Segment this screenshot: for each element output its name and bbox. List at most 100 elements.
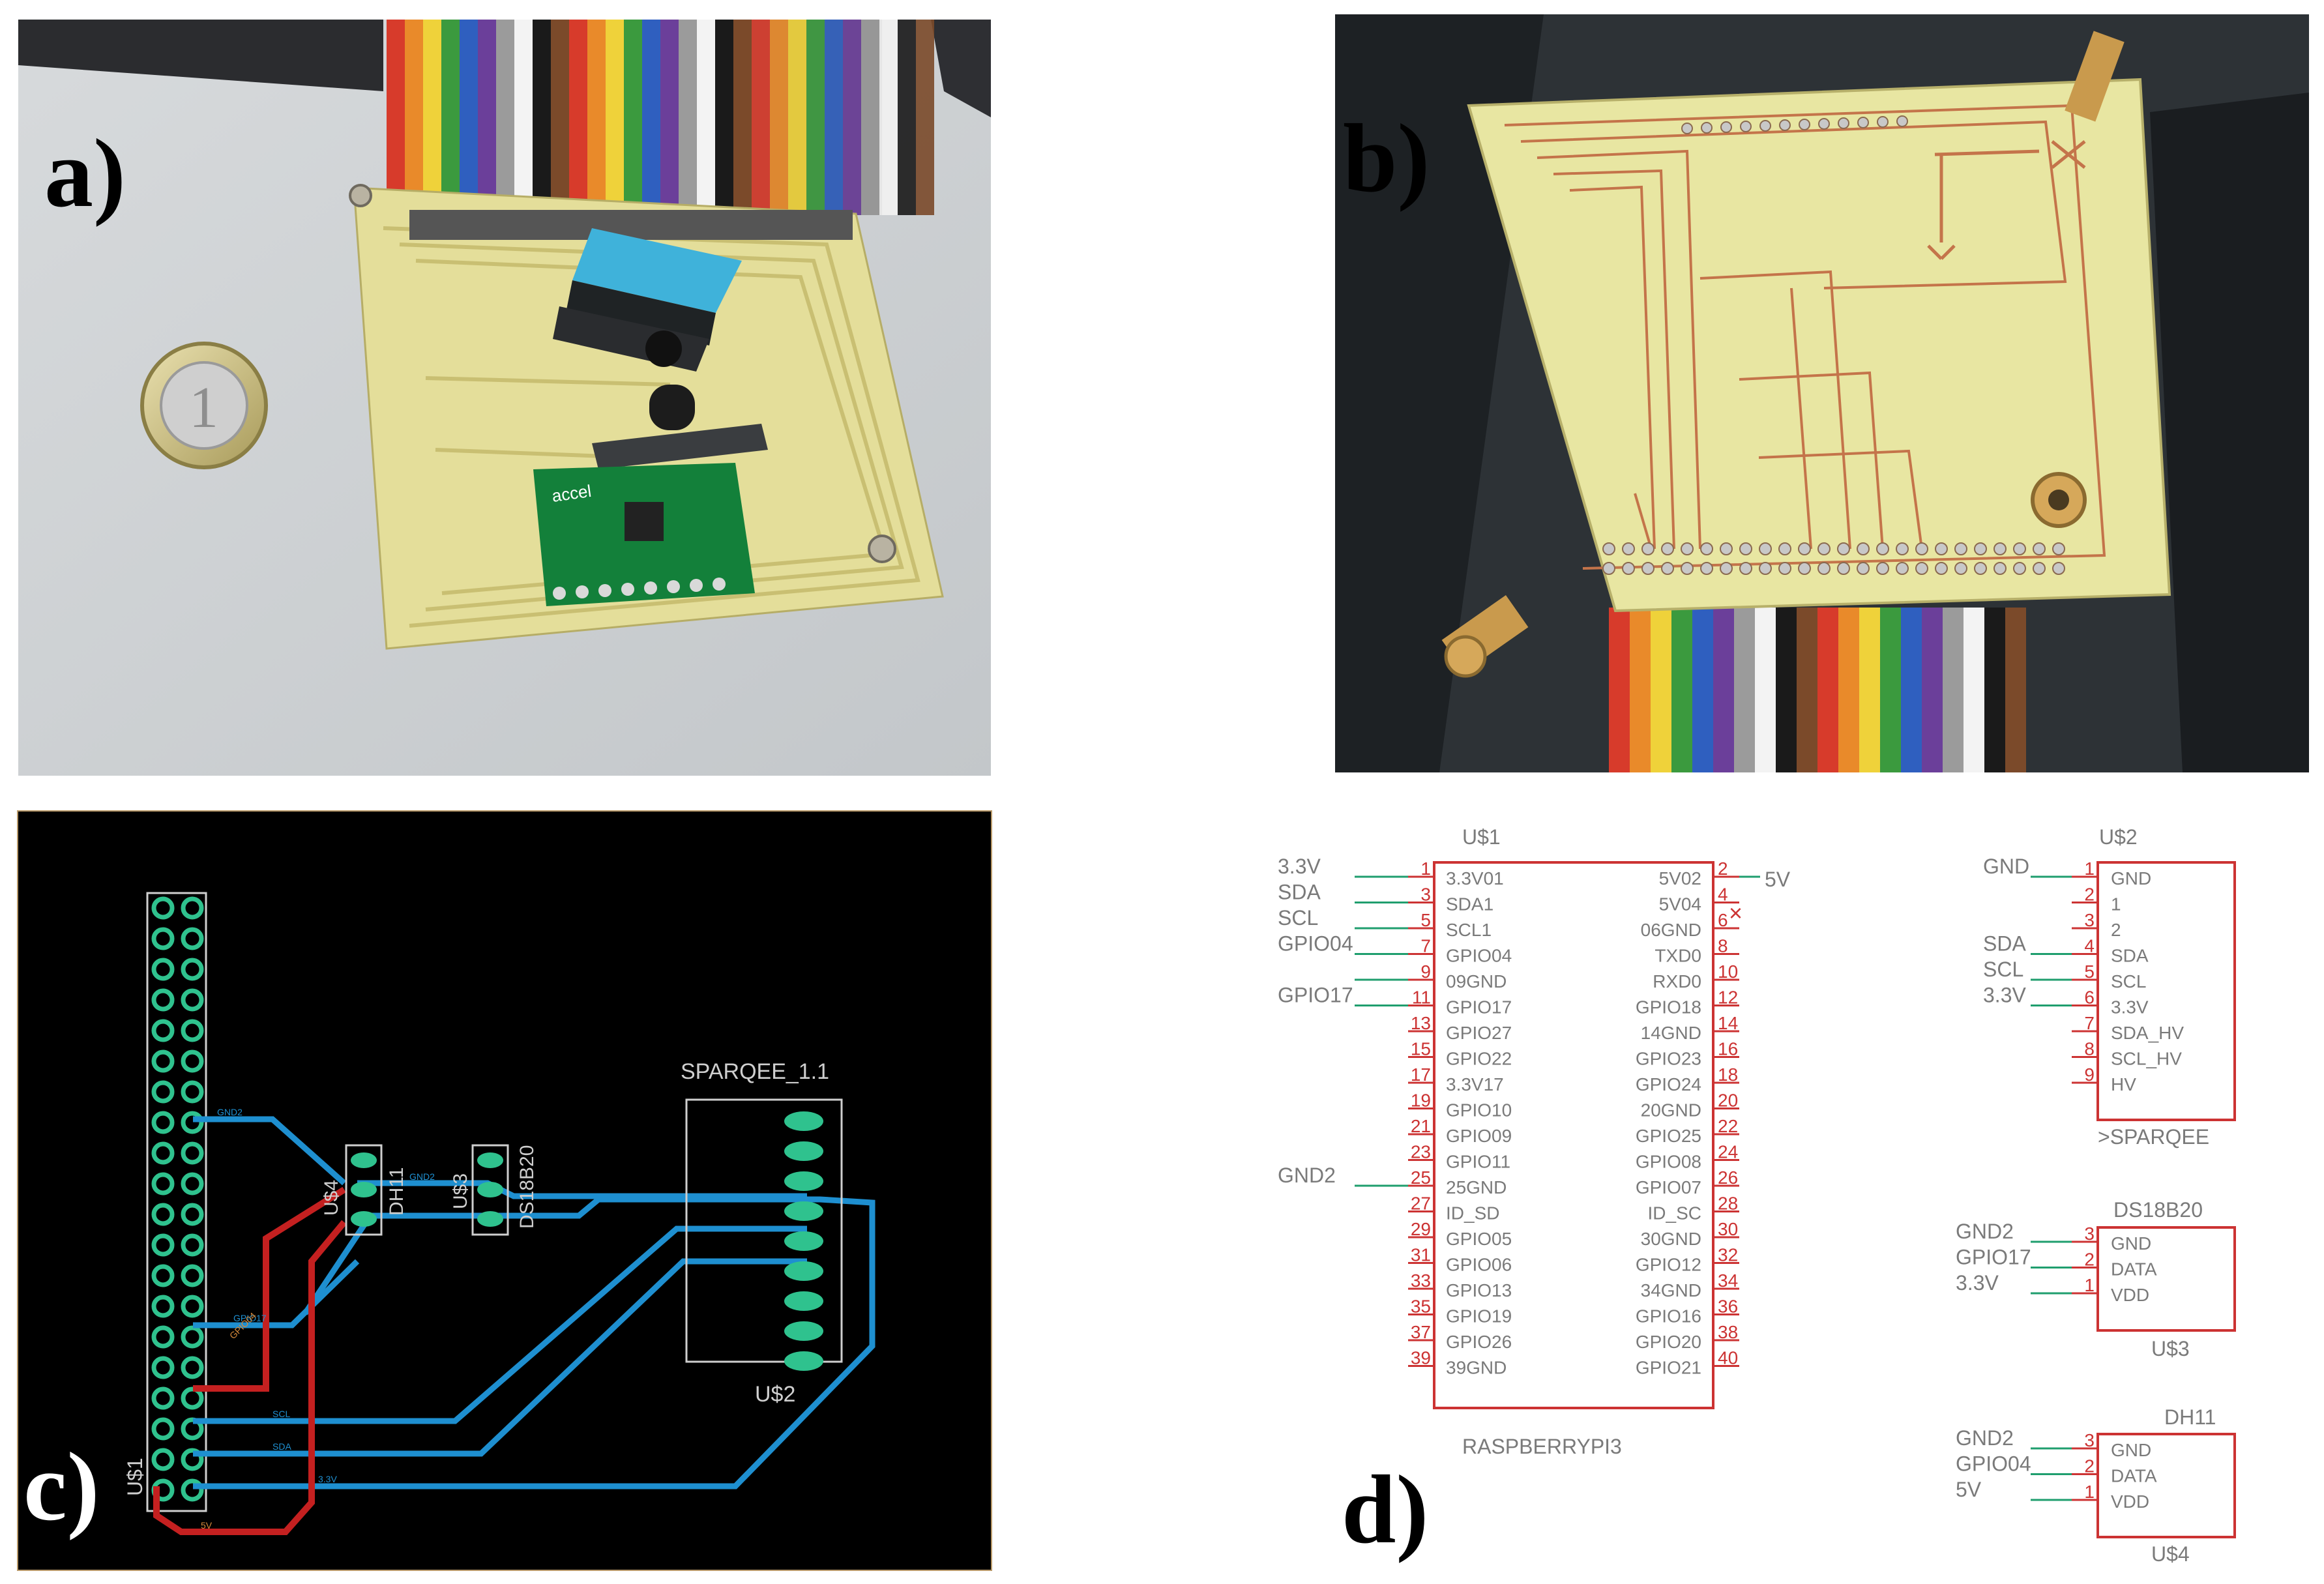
dh11-footprint	[345, 1144, 383, 1236]
u1-pin-number: 32	[1718, 1245, 1738, 1265]
gpio-header-pads	[151, 896, 204, 1502]
panel-a-photo: accel 1 a)	[18, 20, 991, 776]
u1-pin-number: 18	[1718, 1064, 1738, 1085]
u1-pin-name: GPIO10	[1446, 1100, 1512, 1121]
u3-ref: U$3	[2151, 1337, 2190, 1360]
u1-pin-number: 9	[1420, 961, 1431, 982]
header-pad	[151, 927, 175, 950]
brass-standoff	[1441, 31, 2125, 678]
u3-pin-number: 3	[2084, 1224, 2095, 1244]
u4-pin-name: VDD	[2111, 1491, 2149, 1512]
u3-label: U$3	[450, 1173, 471, 1209]
u1-pin-number: 21	[1411, 1116, 1431, 1136]
u1-ref: U$1	[1462, 825, 1501, 849]
u1-pin-name: GPIO22	[1446, 1049, 1512, 1069]
header-outline	[146, 892, 207, 1512]
u2-pin-name: 3.3V	[2111, 997, 2149, 1018]
header-pad	[151, 1417, 175, 1441]
header-pad	[151, 896, 175, 920]
header-pad	[181, 896, 204, 920]
u2-net-label: SCL	[1983, 958, 2023, 981]
u1-pin-number: 12	[1718, 988, 1738, 1008]
u3-title: DS18B20	[2113, 1198, 2203, 1222]
u4-pin-name: DATA	[2111, 1466, 2157, 1486]
dh11-symbol	[2096, 1433, 2236, 1538]
u1-pin-name: ID_SD	[1446, 1203, 1499, 1224]
dh11-pads	[351, 1152, 377, 1227]
u1-pin-name: GPIO08	[1636, 1152, 1701, 1172]
u3-pin-number: 1	[2084, 1275, 2095, 1295]
u1-pin-name: GPIO11	[1446, 1152, 1510, 1172]
u4-net-label: GND2	[1956, 1426, 2014, 1450]
pcb-bottom-photo	[1335, 14, 2309, 772]
u1-pin-number: 24	[1718, 1142, 1738, 1162]
u1-pin-number: 15	[1411, 1039, 1431, 1059]
u3-pin-name: VDD	[2111, 1285, 2149, 1305]
u1-pin-number: 7	[1420, 936, 1431, 956]
u1-pin-name: GPIO23	[1636, 1049, 1701, 1069]
u2-pin-name: SDA_HV	[2111, 1023, 2184, 1043]
header-pad	[151, 1386, 175, 1410]
u3-net-label: 3.3V	[1956, 1271, 1999, 1295]
u1-pin-name: 25GND	[1446, 1177, 1507, 1197]
u1-pin-name: 34GND	[1641, 1280, 1701, 1300]
u1-pin-name: GPIO17	[1446, 997, 1512, 1018]
dht11-sensor	[553, 228, 742, 372]
header-pad	[181, 988, 204, 1012]
u1-net-label: GPIO17	[1278, 984, 1353, 1007]
u1-pin-number: 17	[1411, 1064, 1431, 1085]
u2-pin-name: 2	[2111, 920, 2121, 940]
u1-pin-name: GPIO05	[1446, 1229, 1512, 1249]
header-pad	[181, 1448, 204, 1471]
dh11-label: DH11	[386, 1167, 407, 1216]
ds18b20-footprint	[471, 1144, 509, 1236]
u1-pin-number: 33	[1411, 1270, 1431, 1291]
u1-pin-number: 38	[1718, 1322, 1738, 1342]
u1-pin-number: 16	[1718, 1039, 1738, 1059]
panel-c-pcb-layout: SPARQEE_1.1 U$2 U$1 U$4 DH11 U$3 DS18B20…	[17, 810, 992, 1571]
u2-net-label: GND	[1983, 855, 2029, 878]
net-label-33v: 3.3V	[318, 1474, 337, 1484]
header-pad	[151, 1049, 175, 1073]
u2-pin-number: 7	[2084, 1013, 2095, 1033]
header-pad	[181, 1264, 204, 1287]
pcb-layout-drawing: SPARQEE_1.1 U$2 U$1 U$4 DH11 U$3 DS18B20…	[123, 892, 875, 1535]
header-pad	[181, 1356, 204, 1379]
u1-pin-name: GPIO06	[1446, 1255, 1512, 1275]
u1-pin-number: 23	[1411, 1142, 1431, 1162]
net-label-gnd2-b: GND2	[409, 1171, 435, 1182]
u4-label: U$4	[321, 1180, 342, 1216]
u1-right-net-5v: 5V	[1765, 868, 1791, 891]
u3-net-label: GPIO17	[1956, 1246, 2031, 1269]
header-pad	[181, 1203, 204, 1226]
header-pad	[151, 1295, 175, 1318]
u1-pin-number: 22	[1718, 1116, 1738, 1136]
header-pad	[181, 1141, 204, 1165]
u1-pin-name: 06GND	[1641, 920, 1701, 940]
u2-pin-number: 1	[2084, 858, 2095, 879]
header-pad	[181, 1049, 204, 1073]
u1-pin-number: 3	[1420, 885, 1431, 905]
u4-title: DH11	[2164, 1405, 2216, 1429]
u1-pin-name: GPIO16	[1636, 1306, 1701, 1327]
u1-pin-name: 30GND	[1641, 1229, 1701, 1249]
u1-pin-number: 37	[1411, 1322, 1431, 1342]
u2-pin-number: 8	[2084, 1039, 2095, 1059]
u4-pin-name: GND	[2111, 1440, 2151, 1460]
header-pad	[151, 988, 175, 1012]
u2-pin-name: SCL	[2111, 971, 2146, 991]
u1-pin-number: 4	[1718, 885, 1728, 905]
header-pad	[151, 1080, 175, 1104]
u1-net-label: 3.3V	[1278, 855, 1321, 878]
sparqee-footprint	[685, 1098, 843, 1363]
u1-pin-number: 34	[1718, 1270, 1738, 1291]
ribbon-cable-b	[1609, 608, 2026, 772]
u1-pin-number: 25	[1411, 1167, 1431, 1188]
u2-pin-name: HV	[2111, 1074, 2136, 1094]
u1-pin-number: 11	[1412, 988, 1431, 1008]
u1-pin-name: GPIO24	[1636, 1074, 1701, 1094]
sparqee-symbol	[2096, 861, 2236, 1121]
ribbon-cable	[387, 20, 934, 215]
u1-pin-number: 10	[1718, 961, 1738, 982]
